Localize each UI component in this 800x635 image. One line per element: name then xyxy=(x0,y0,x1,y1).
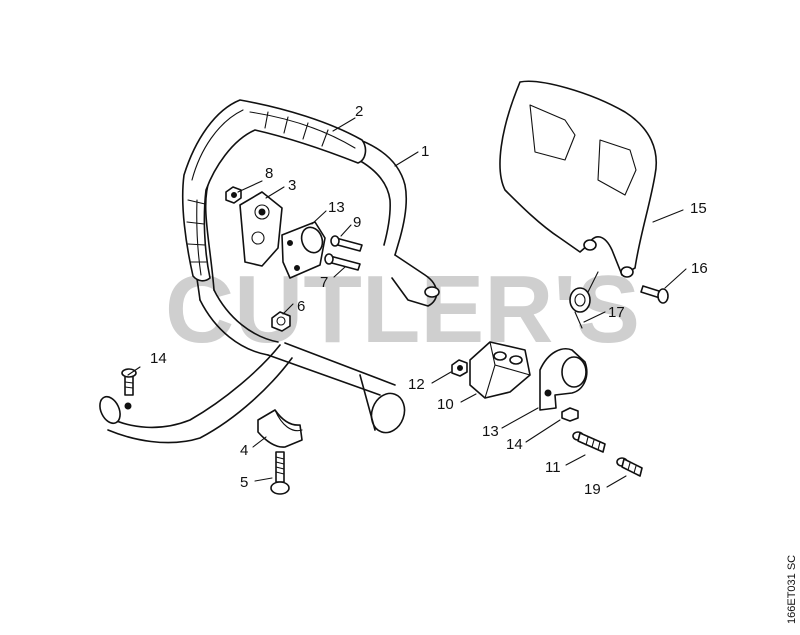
callout-14: 14 xyxy=(506,436,523,453)
callout-16: 15 xyxy=(690,200,707,217)
mount-13-upper xyxy=(281,221,326,279)
callout-5: 5 xyxy=(240,474,248,491)
clamp-4 xyxy=(257,409,303,448)
mount-13-lower xyxy=(539,348,588,411)
callout-13-lower: 13 xyxy=(482,423,499,440)
hand-guard-16 xyxy=(499,80,657,278)
bolt-17 xyxy=(640,285,669,304)
screw-11 xyxy=(572,431,606,453)
nut-8 xyxy=(225,186,242,204)
callout-15: 14 xyxy=(150,350,167,367)
nut-12 xyxy=(451,359,468,377)
spring-18 xyxy=(569,271,599,329)
callout-4: 4 xyxy=(240,442,248,459)
watermark: CUTLER'S xyxy=(165,256,640,363)
buffer-10 xyxy=(469,341,531,399)
callout-9: 9 xyxy=(353,214,361,231)
callout-19: 19 xyxy=(584,481,601,498)
callout-12: 12 xyxy=(408,376,425,393)
callout-10: 10 xyxy=(437,396,454,413)
callout-3: 3 xyxy=(288,177,296,194)
callout-6: 6 xyxy=(297,298,305,315)
callout-18: 17 xyxy=(608,304,625,321)
screw-9 xyxy=(330,235,363,252)
callout-13-upper: 13 xyxy=(328,199,345,216)
drawing-code: 166ET031 SC xyxy=(786,555,798,624)
callout-2: 2 xyxy=(355,103,363,120)
callouts: 2 1 8 3 13 9 7 6 14 4 5 15 16 17 12 10 1… xyxy=(150,103,708,498)
callout-8: 8 xyxy=(265,165,273,182)
callout-1: 1 xyxy=(421,143,429,160)
screw-19 xyxy=(616,457,643,477)
callout-17: 16 xyxy=(691,260,708,277)
callout-7: 7 xyxy=(320,274,328,291)
leader-lines xyxy=(127,117,687,488)
callout-11: 11 xyxy=(545,459,561,476)
screw-7 xyxy=(324,253,361,271)
handlebar-assembly xyxy=(99,99,440,444)
screw-15 xyxy=(121,368,137,396)
bracket-3 xyxy=(239,191,283,267)
screw-14 xyxy=(561,407,579,422)
screw-5 xyxy=(270,451,290,495)
